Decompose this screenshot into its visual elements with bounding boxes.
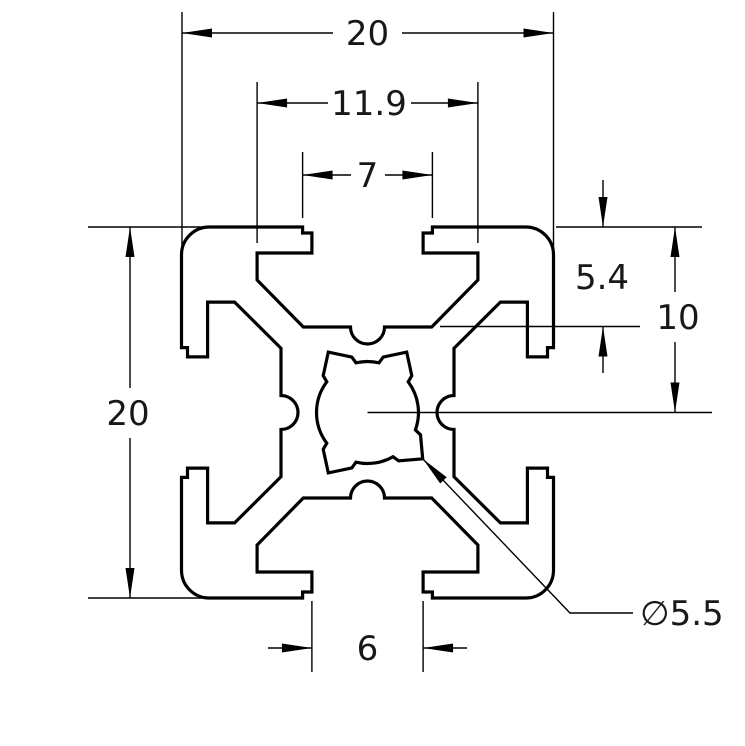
dim-slot-opening-label: 6 [357,629,379,669]
dim-center-bore-label: ∅5.5 [640,594,724,634]
leader-line [422,458,633,614]
dim-slot-shoulder-width: 7 [301,152,434,218]
center-bore-outline [314,350,425,475]
dim-slot-inner-width: 11.9 [256,82,479,243]
arrowhead-down-icon [598,197,608,227]
arrowhead-right-icon [281,643,312,653]
arrowhead-down-icon [670,382,680,413]
dim-slot-depth-label: 5.4 [575,258,629,298]
dim-face-to-center: 10 [367,226,712,414]
arrowhead-up-icon [670,227,680,257]
dim-slot-inner-width-label: 11.9 [331,84,407,124]
arrowhead-down-icon [125,568,135,598]
dim-slot-shoulder-width-label: 7 [357,156,379,196]
arrowhead-right-icon [402,170,433,180]
dim-overall-height-label: 20 [106,394,149,434]
dim-face-to-center-label: 10 [656,298,699,338]
leader-arrowhead-icon [422,458,447,484]
dim-overall-width: 20 [181,12,555,252]
arrowhead-right-icon [523,28,554,38]
arrowhead-right-icon [447,98,478,108]
arrowhead-up-icon [125,227,135,257]
dim-overall-width-label: 20 [346,14,389,54]
arrowhead-left-icon [257,98,288,108]
dim-overall-height: 20 [88,226,230,599]
callout-center-bore: ∅5.5 [422,458,724,634]
profile-geometry [179,225,556,600]
dim-slot-depth: 5.4 [440,180,640,373]
arrowhead-up-icon [598,326,608,357]
dim-slot-opening: 6 [268,601,467,672]
arrowhead-left-icon [423,643,454,653]
profile-outline [179,225,556,600]
arrowhead-left-icon [302,170,333,180]
arrowhead-left-icon [182,28,212,38]
